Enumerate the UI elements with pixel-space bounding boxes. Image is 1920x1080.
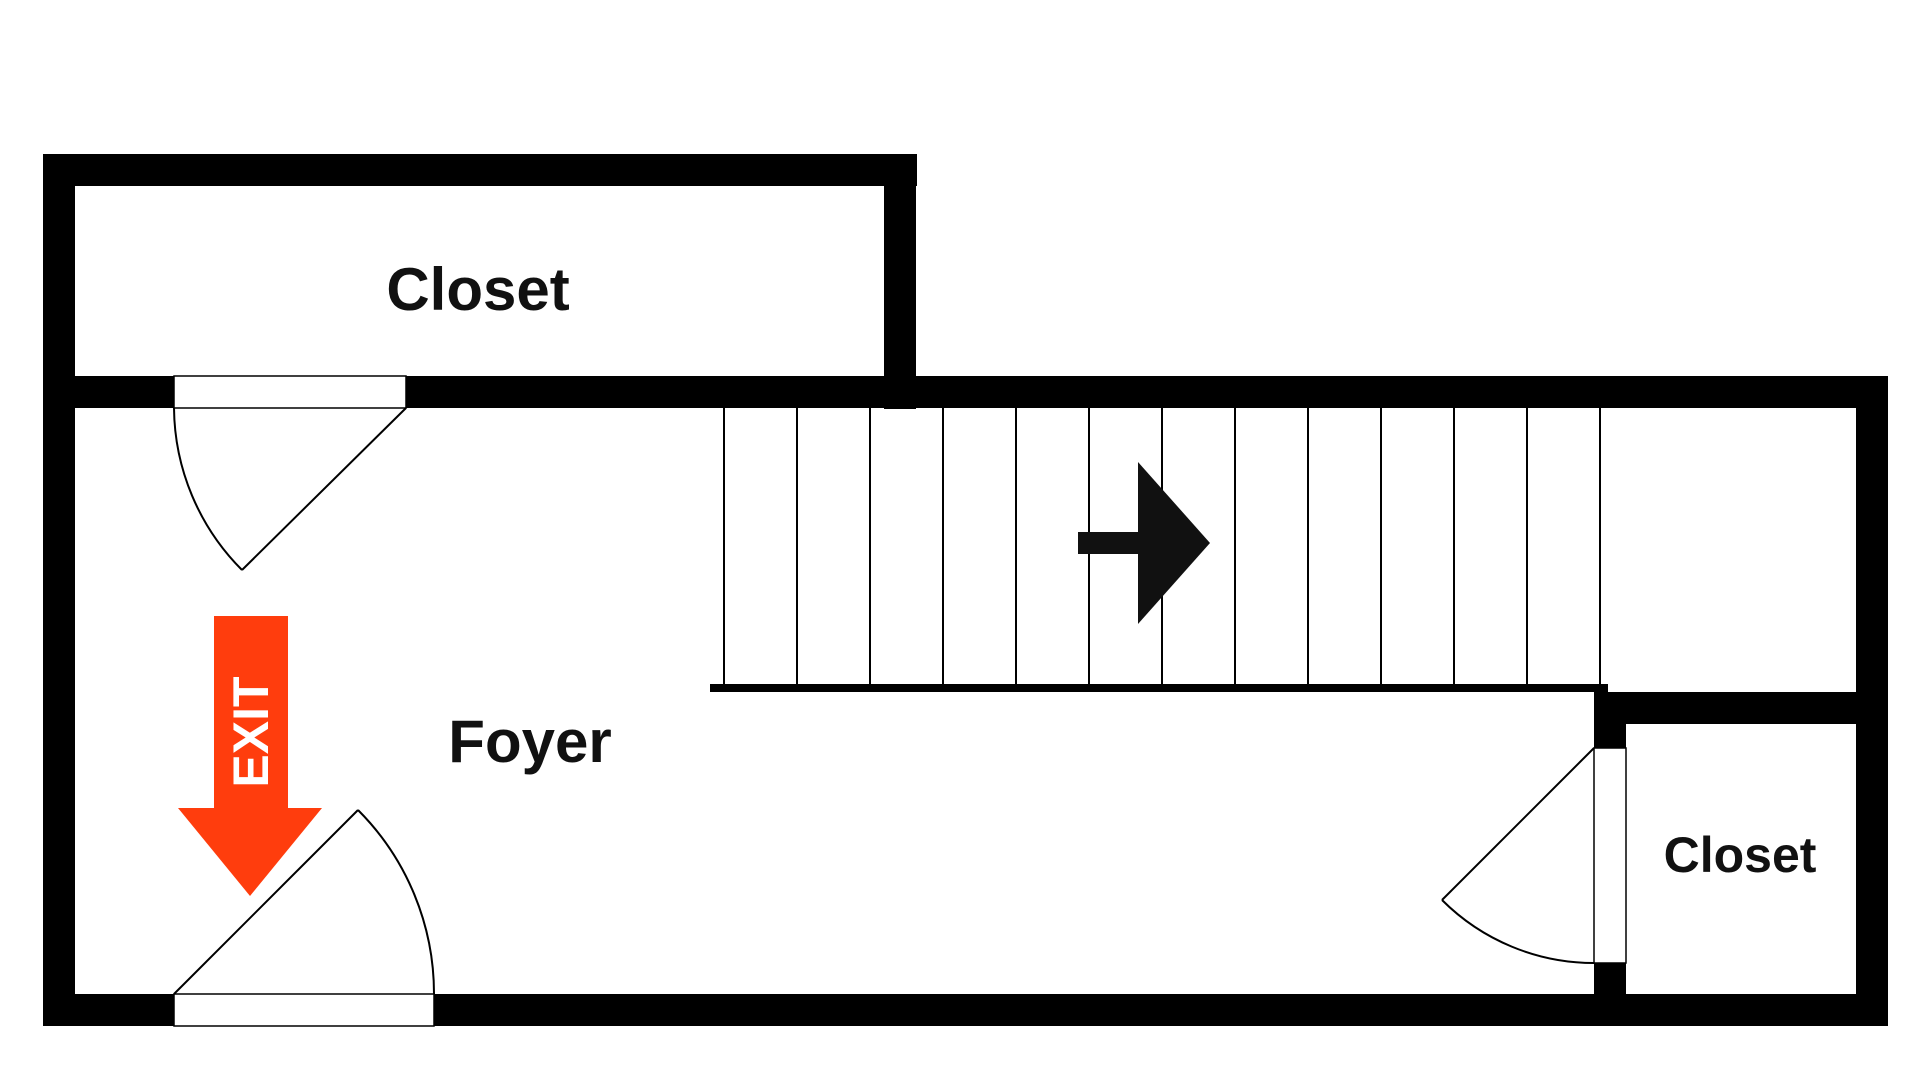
wall-closet-top-north <box>43 154 917 186</box>
arrow-down-icon <box>178 616 322 896</box>
room-label-foyer: Foyer <box>448 708 611 775</box>
door-exit[interactable] <box>173 809 436 995</box>
wall-closet-right-west-upper <box>1594 692 1626 748</box>
opening-exit <box>173 993 435 1027</box>
exit-sign-text: EXIT <box>223 676 279 787</box>
opening-closet-top <box>173 375 407 409</box>
wall-closet-right-west-lower <box>1594 963 1626 1026</box>
wall-north <box>884 376 1888 408</box>
wall-west <box>43 154 75 1026</box>
exit-sign: EXIT <box>178 616 322 896</box>
opening-closet-right <box>1593 747 1627 964</box>
door-openings <box>173 375 1627 1027</box>
wall-closet-top-east <box>884 154 916 409</box>
wall-closet-right-north <box>1594 692 1888 724</box>
arrow-right-icon <box>1078 462 1210 624</box>
room-label-closet-right: Closet <box>1664 827 1817 883</box>
door-closet-top[interactable] <box>173 407 407 571</box>
stair-treads <box>723 408 1601 684</box>
door-closet-right[interactable] <box>1441 747 1595 964</box>
door-swings <box>173 407 1595 995</box>
room-label-closet-top: Closet <box>386 256 569 323</box>
staircase <box>710 408 1608 692</box>
